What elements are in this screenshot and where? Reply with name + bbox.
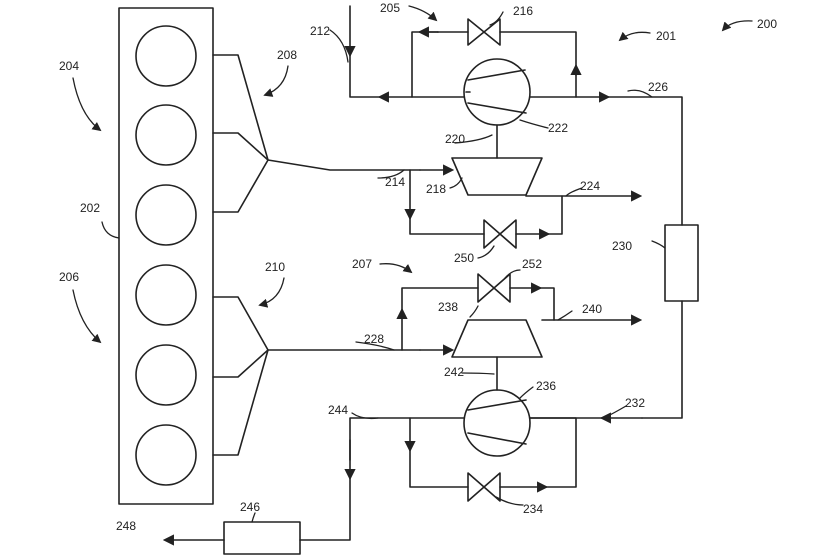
label-240: 240: [582, 302, 602, 316]
turbine-218: [451, 157, 543, 196]
cooler-246: [223, 521, 301, 555]
label-202: 202: [80, 201, 100, 215]
label-214: 214: [385, 175, 405, 189]
upper-turbocharger-201: [344, 5, 683, 249]
label-252: 252: [522, 257, 542, 271]
label-220: 220: [445, 132, 465, 146]
cylinder-5: [135, 344, 197, 406]
callout-arrows: [72, 5, 753, 523]
label-228: 228: [364, 332, 384, 346]
cylinder-1: [135, 25, 197, 87]
cylinder-2: [135, 104, 197, 166]
label-234: 234: [523, 502, 543, 516]
label-207: 207: [352, 257, 372, 271]
label-238: 238: [438, 300, 458, 314]
valve-216: [467, 18, 501, 46]
label-201: 201: [656, 29, 676, 43]
turbine-238: [451, 319, 543, 358]
label-242: 242: [444, 365, 464, 379]
label-204: 204: [59, 59, 79, 73]
label-222: 222: [548, 121, 568, 135]
label-212: 212: [310, 24, 330, 38]
label-244: 244: [328, 403, 348, 417]
engine-block: [118, 7, 214, 505]
label-200: 200: [757, 17, 777, 31]
lower-turbocharger-207: [344, 273, 643, 502]
label-226: 226: [648, 80, 668, 94]
label-205: 205: [380, 1, 400, 15]
label-248: 248: [116, 519, 136, 533]
label-224: 224: [580, 179, 600, 193]
label-218: 218: [426, 182, 446, 196]
charge-air-cooler-230: [664, 224, 699, 302]
cylinder-4: [135, 264, 197, 326]
label-246: 246: [240, 500, 260, 514]
label-250: 250: [454, 251, 474, 265]
label-206: 206: [59, 270, 79, 284]
label-216: 216: [513, 4, 533, 18]
exhaust-manifold-210: [212, 296, 455, 456]
compressor-236: [463, 389, 531, 457]
label-208: 208: [277, 48, 297, 62]
wastegate-valve-250: [483, 219, 517, 249]
reference-labels: 200 201 202 204 205 206 207 208 210 212 …: [59, 1, 777, 533]
cylinder-3: [135, 184, 197, 246]
label-236: 236: [536, 379, 556, 393]
label-232: 232: [625, 396, 645, 410]
label-230: 230: [612, 239, 632, 253]
exhaust-manifold-208: [212, 54, 455, 213]
cylinder-6: [135, 424, 197, 486]
valve-234: [467, 472, 501, 502]
label-210: 210: [265, 260, 285, 274]
compressor-222: [463, 58, 531, 126]
